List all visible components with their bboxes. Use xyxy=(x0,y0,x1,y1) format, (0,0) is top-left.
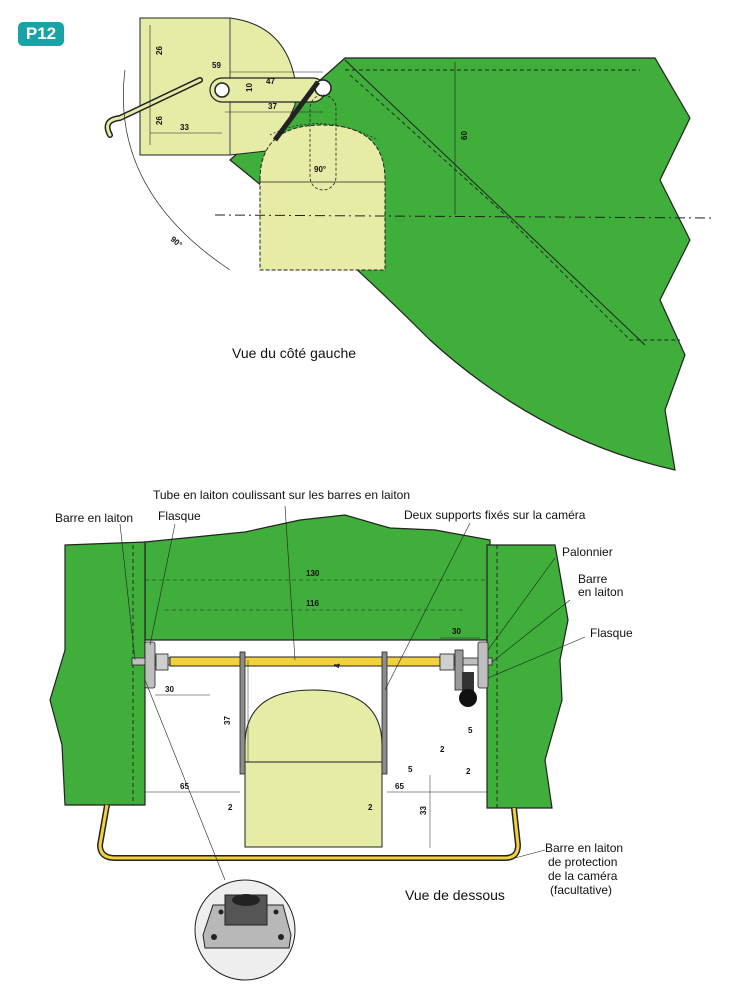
dim-30-left: 30 xyxy=(165,685,174,694)
dim-33: 33 xyxy=(180,123,189,132)
dim-5-b: 5 xyxy=(408,765,413,774)
dim-116: 116 xyxy=(306,599,319,608)
palonnier xyxy=(454,649,464,691)
flange-left xyxy=(144,641,156,689)
bottom-view: 130 116 30 4 30 37 5 2 5 2 65 65 2 2 33 … xyxy=(49,488,633,981)
dim-2-a: 2 xyxy=(440,745,445,754)
dim-5-a: 5 xyxy=(468,726,473,735)
detail-hole xyxy=(232,894,260,906)
side-handle-fill xyxy=(106,78,202,137)
side-view: 26 26 33 59 47 10 37 60 90° 90° Vue du c… xyxy=(104,17,713,471)
knob xyxy=(459,689,477,707)
dim-130: 130 xyxy=(306,569,320,578)
dim-59: 59 xyxy=(212,61,221,70)
bottom-camera-arch xyxy=(244,689,383,763)
side-pivot-left xyxy=(214,82,230,98)
dim-26-lower: 26 xyxy=(155,116,164,125)
bottom-green-body xyxy=(144,514,491,641)
dim-60: 60 xyxy=(460,131,469,140)
label-supports: Deux supports fixés sur la caméra xyxy=(404,508,586,522)
label-barre-right-1: Barre xyxy=(578,572,608,586)
dim-65-right: 65 xyxy=(395,782,404,791)
protection-bar-fill xyxy=(98,804,520,860)
detail-screw-4 xyxy=(273,909,279,915)
support-right xyxy=(381,651,388,775)
detail-screw-3 xyxy=(218,909,224,915)
left-flank xyxy=(49,541,146,806)
side-camera-body xyxy=(259,124,386,271)
dim-47: 47 xyxy=(266,77,275,86)
leader-lines xyxy=(119,505,586,881)
side-inner-slot xyxy=(309,94,337,191)
angle-90-left: 90° xyxy=(169,235,184,250)
detail-screw-2 xyxy=(278,934,284,940)
flange-right xyxy=(477,641,489,689)
bottom-camera-box xyxy=(244,761,383,848)
label-protection-1: Barre en laiton xyxy=(545,841,623,855)
dim-37-bottom: 37 xyxy=(223,716,232,725)
knob-stem xyxy=(462,672,474,694)
dim-33-bottom: 33 xyxy=(419,806,428,815)
label-palonnier: Palonnier xyxy=(562,545,613,559)
label-barre-right-2: en laiton xyxy=(578,585,623,599)
detail-screw-1 xyxy=(211,934,217,940)
label-protection-3: de la caméra xyxy=(548,869,618,883)
dim-65-left: 65 xyxy=(180,782,189,791)
label-barre-left: Barre en laiton xyxy=(55,511,133,525)
collar-right xyxy=(439,653,455,671)
dim-26-upper: 26 xyxy=(155,46,164,55)
label-tube: Tube en laiton coulissant sur les barres… xyxy=(153,488,410,502)
side-lever-arm xyxy=(272,80,321,142)
dim-10: 10 xyxy=(245,83,254,92)
label-flasque-left: Flasque xyxy=(158,509,201,523)
side-dashed-contour xyxy=(345,69,680,341)
dim-37: 37 xyxy=(268,102,277,111)
right-flank xyxy=(486,544,569,809)
dim-2-right: 2 xyxy=(368,803,373,812)
angle-90-top: 90° xyxy=(314,165,326,174)
side-view-title: Vue du côté gauche xyxy=(232,345,356,361)
label-protection-2: de protection xyxy=(548,855,617,869)
side-axis xyxy=(214,214,713,219)
bottom-view-title: Vue de dessous xyxy=(405,887,505,903)
dim-4: 4 xyxy=(333,663,342,668)
side-arc-90-top xyxy=(269,123,379,141)
label-protection-4: (facultative) xyxy=(550,883,612,897)
label-flasque-right: Flasque xyxy=(590,626,633,640)
collar-left xyxy=(155,653,169,671)
page-badge: P12 xyxy=(18,22,64,46)
support-left xyxy=(239,651,246,775)
dim-30-right: 30 xyxy=(452,627,461,636)
side-arc-90-left xyxy=(123,69,231,271)
dim-2-left: 2 xyxy=(228,803,233,812)
side-diagonal xyxy=(344,59,646,346)
dim-2-b: 2 xyxy=(466,767,471,776)
